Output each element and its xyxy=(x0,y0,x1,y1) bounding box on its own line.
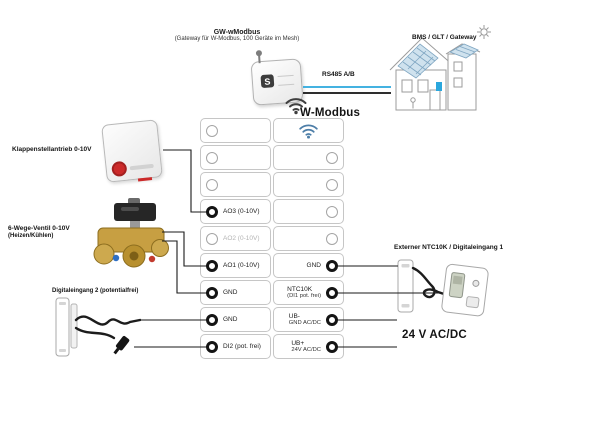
terminal-label: GND xyxy=(306,261,321,269)
terminal-module xyxy=(273,145,344,170)
heating-port-marker xyxy=(148,255,156,263)
damper-scale-mark xyxy=(137,177,153,182)
terminal-label: NTC10K xyxy=(287,285,313,293)
external-ntc10k-devices xyxy=(397,259,489,317)
six-way-valve-label: 6-Wege-Ventil 0-10V (Heizen/Kühlen) xyxy=(8,225,94,241)
cable-connector xyxy=(113,336,130,355)
terminal-module xyxy=(200,145,271,170)
terminal-circle xyxy=(206,340,218,353)
digital-input2-label: Digitaleingang 2 (potentialfrei) xyxy=(52,288,139,294)
terminal-circle xyxy=(206,205,218,218)
terminal-circle xyxy=(206,151,218,164)
terminal-circle xyxy=(326,178,338,191)
terminal-module-gnd2: GND xyxy=(200,307,271,332)
terminal-module-gnd-right: GND xyxy=(273,253,344,278)
antenna-icon xyxy=(258,54,261,64)
terminal-module-di2: DI2 (pot. frei) xyxy=(200,334,271,359)
terminal-module xyxy=(273,199,344,224)
terminal-label: AO1 (0-10V) xyxy=(223,261,260,269)
terminal-module xyxy=(273,226,344,251)
six-way-valve-label-line1: 6-Wege-Ventil 0-10V xyxy=(8,225,70,232)
damper-knob xyxy=(111,160,128,178)
terminal-label: GND xyxy=(223,288,238,296)
terminal-circle xyxy=(326,313,338,326)
cooling-port-marker xyxy=(112,254,120,262)
terminal-module-ao2: AO2 (0-10V) xyxy=(200,226,271,251)
terminal-module-ub-minus: UB- GND AC/DC xyxy=(273,307,344,332)
terminal-circle xyxy=(206,259,218,272)
terminal-circle xyxy=(326,340,338,353)
ntc-display-device xyxy=(441,263,489,317)
terminal-label-stack: NTC10K (DI1 pot. frei) xyxy=(287,286,321,300)
terminal-circle xyxy=(206,232,218,245)
terminal-circle xyxy=(206,286,218,299)
wmodbus-heading: W-Modbus xyxy=(300,107,361,119)
terminal-label: DI2 (pot. frei) xyxy=(223,342,261,350)
rs485-label: RS485 A/B xyxy=(322,71,355,78)
terminal-label: UB+ xyxy=(291,339,305,347)
terminal-label: GND xyxy=(223,315,238,323)
wmodbus-wifi-icon xyxy=(299,124,318,139)
gateway-wifi-icon xyxy=(285,98,307,115)
terminal-circle xyxy=(326,232,338,245)
power-label: 24 V AC/DC xyxy=(402,329,467,341)
external-ntc10k-label: Externer NTC10K / Digitaleingang 1 xyxy=(394,244,504,251)
terminal-sublabel: 24V AC/DC xyxy=(291,346,321,353)
solar-panel xyxy=(449,43,479,59)
terminal-module-radio xyxy=(273,118,344,143)
six-way-valve-device xyxy=(93,198,169,268)
terminal-label: UB- xyxy=(288,312,300,320)
bms-label: BMS / GLT / Gateway xyxy=(412,34,477,41)
terminal-circle xyxy=(326,151,338,164)
terminal-module-gnd1: GND xyxy=(200,280,271,305)
terminal-module xyxy=(273,172,344,197)
sensor-cable xyxy=(411,266,446,299)
building-illustration xyxy=(389,25,491,111)
damper-actuator-device xyxy=(101,119,163,183)
terminal-circle xyxy=(326,286,338,299)
terminal-module-ub-plus: UB+ 24V AC/DC xyxy=(273,334,344,359)
terminal-label: AO2 (0-10V) xyxy=(223,234,260,242)
gateway-label-block: GW-wModbus (Gateway für W-Modbus, 100 Ge… xyxy=(152,29,322,42)
terminal-circle xyxy=(206,313,218,326)
gateway-title: GW-wModbus xyxy=(213,29,261,36)
solar-panel xyxy=(397,43,439,79)
terminal-sublabel: GND AC/DC xyxy=(288,319,321,326)
terminal-circle xyxy=(206,178,218,191)
terminal-module xyxy=(200,172,271,197)
damper-actuator-label: Klappenstellantrieb 0-10V xyxy=(12,146,92,153)
controller-box xyxy=(436,82,442,91)
terminal-module-ntc10k: NTC10K (DI1 pot. frei) xyxy=(273,280,344,305)
terminal-module-ao1: AO1 (0-10V) xyxy=(200,253,271,278)
terminal-label-stack: UB- GND AC/DC xyxy=(289,313,321,327)
terminal-sublabel: (DI1 pot. frei) xyxy=(287,292,321,299)
sun-icon xyxy=(477,25,491,39)
gateway-grille xyxy=(277,74,295,86)
terminal-module-ao3: AO3 (0-10V) xyxy=(200,199,271,224)
damper-slot xyxy=(129,163,154,171)
terminal-circle xyxy=(206,124,218,137)
six-way-valve-label-line2: (Heizen/Kühlen) xyxy=(8,233,54,240)
terminal-circle xyxy=(326,259,338,272)
terminal-label: AO3 (0-10V) xyxy=(223,207,260,215)
sensor-button xyxy=(472,279,480,287)
gateway-subtitle: (Gateway für W-Modbus, 100 Geräte im Mes… xyxy=(174,36,300,42)
damper-body xyxy=(101,119,163,183)
gateway-logo: S xyxy=(260,74,275,89)
terminal-module xyxy=(200,118,271,143)
sensor-cable xyxy=(74,315,142,326)
terminal-circle xyxy=(326,205,338,218)
digital-input2-device xyxy=(55,297,142,357)
terminal-label-stack: UB+ 24V AC/DC xyxy=(291,340,321,354)
